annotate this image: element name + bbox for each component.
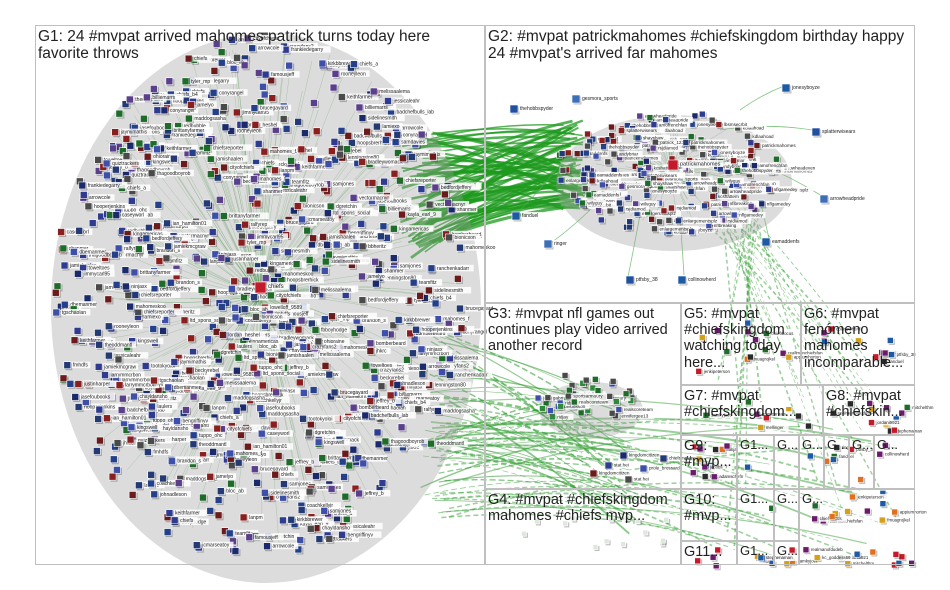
edge	[430, 340, 609, 470]
edge	[717, 210, 751, 383]
edge	[514, 164, 561, 216]
node	[417, 185, 427, 195]
edge	[434, 485, 754, 503]
edge	[446, 449, 775, 548]
edge	[720, 216, 862, 431]
group-label-g11: G11...	[684, 544, 723, 560]
edge	[733, 206, 753, 550]
edge	[425, 429, 634, 500]
group-label-g4: G4: #mvpat #chiefskingdom mahomes #chief…	[488, 492, 672, 525]
edge	[438, 430, 583, 454]
group-label-g2: G2: #mvpat patrickmahomes #chiefskingdom…	[488, 28, 905, 63]
group-label-g7: G7: #mvpat #chiefskingdom...	[684, 388, 797, 421]
group-label-g6: G6: #mvpat fenómeno mahomes incomparable…	[804, 306, 904, 371]
edge	[442, 506, 867, 545]
edge	[248, 145, 261, 296]
group-box-g1	[35, 25, 485, 565]
edge	[439, 424, 849, 511]
edge	[740, 226, 762, 403]
group-label-g15: G...	[777, 438, 798, 452]
edge	[420, 124, 564, 143]
edge	[440, 437, 726, 477]
group-label-g13: G1...	[740, 492, 769, 506]
edge	[732, 210, 760, 441]
edge	[445, 422, 897, 449]
group-label-g20: G...	[777, 492, 798, 506]
edge	[449, 437, 777, 453]
edge	[726, 222, 756, 532]
edge	[440, 417, 813, 457]
edge	[178, 116, 261, 296]
edge	[729, 207, 844, 393]
group-label-g19: G...	[877, 438, 898, 452]
edge	[445, 421, 818, 474]
group-label-g14: G1...	[740, 544, 769, 558]
edge	[749, 213, 872, 366]
edge	[445, 353, 594, 446]
edge	[416, 123, 578, 238]
group-label-g12: G1...	[740, 438, 769, 452]
edge	[439, 397, 834, 430]
group-label-g10: G10: #mvp...	[684, 492, 732, 525]
edge	[415, 119, 573, 182]
edge	[430, 446, 713, 547]
group-label-g17: G...	[827, 438, 848, 452]
group-label-g22: G...	[802, 492, 823, 506]
edge	[741, 228, 870, 372]
edge	[717, 210, 804, 398]
edge	[178, 161, 261, 296]
edge	[415, 195, 571, 246]
edge	[424, 480, 611, 496]
edge	[448, 445, 871, 518]
edge	[444, 479, 637, 502]
edge	[749, 223, 864, 419]
edge	[415, 129, 562, 149]
edge	[444, 496, 841, 542]
edge	[718, 205, 819, 483]
group-label-g21: G...	[777, 544, 798, 558]
edge	[433, 336, 621, 483]
edge	[422, 455, 621, 512]
edge	[189, 151, 261, 296]
edge	[259, 127, 273, 296]
group-label-g5: G5: #mvpat #chiefskingdom watching today…	[684, 306, 789, 371]
edge	[739, 85, 785, 111]
group-label-g1: G1: 24 #mvpat arrived mahomes patrick tu…	[38, 28, 435, 63]
edge	[437, 457, 861, 491]
node	[93, 447, 102, 457]
edge	[436, 449, 862, 560]
node	[140, 114, 149, 124]
edge	[708, 226, 864, 398]
group-label-g9: G9: #mvp...	[684, 438, 732, 471]
edge	[438, 505, 732, 524]
edge	[439, 336, 639, 421]
edge	[627, 214, 641, 278]
edge	[721, 200, 747, 372]
edge	[411, 126, 572, 185]
group-label-g3: G3: #mvpat nfl games out continues play …	[488, 306, 672, 355]
node: samjones	[280, 480, 313, 490]
node: brittanyfarmer	[219, 212, 269, 222]
group-box-g2	[485, 25, 915, 303]
node	[211, 211, 221, 221]
edge	[438, 475, 596, 483]
edge	[134, 115, 261, 296]
edge	[745, 202, 823, 395]
edge	[434, 180, 566, 229]
group-label-g18: G...	[852, 438, 873, 452]
edge	[182, 294, 261, 350]
group-label-g8: G8: #mvpat #chiefskin...	[826, 388, 905, 421]
edge	[410, 161, 577, 259]
group-label-g16: G...	[802, 438, 823, 452]
edge	[441, 513, 714, 539]
